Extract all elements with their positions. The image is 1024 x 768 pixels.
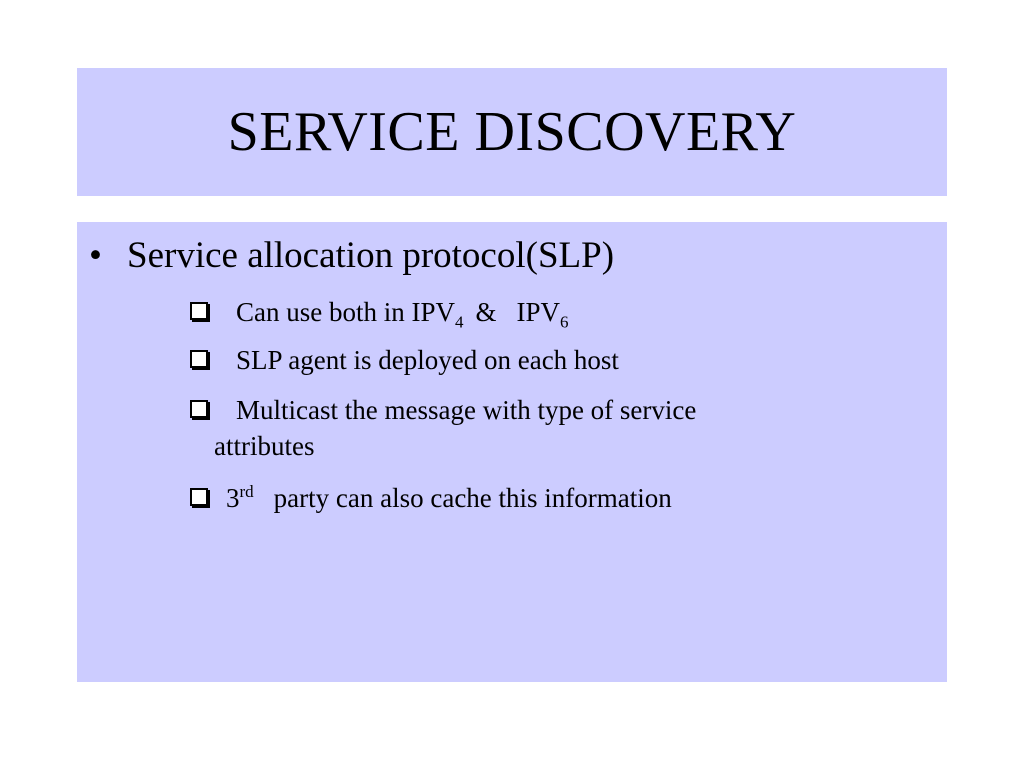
slide-title: SERVICE DISCOVERY [227, 101, 797, 163]
sub-bullet-text: Multicast the message with type of servi… [236, 395, 697, 425]
subscript-6: 6 [560, 312, 569, 332]
sub-bullet-multicast: Multicast the message with type of servi… [190, 392, 696, 465]
ordinal-number: 3 [226, 483, 240, 513]
sub-bullet-ipv: Can use both in IPV4&IPV6 [190, 294, 569, 330]
sub-bullet-text-2: IPV [516, 297, 561, 327]
bullet-dot-icon: • [89, 235, 102, 276]
main-bullet-text: Service allocation protocol(SLP) [127, 235, 615, 276]
sub-bullet-slp-agent: SLP agent is deployed on each host [190, 342, 619, 378]
sub-bullet-text: SLP agent is deployed on each host [236, 345, 619, 375]
checkbox-square-icon [190, 302, 208, 320]
sub-bullet-text: Can use both in IPV [236, 297, 455, 327]
sub-bullet-third-party: 3rd party can also cache this information [190, 480, 672, 516]
sub-bullet-text-wrap: attributes [214, 431, 315, 462]
subscript-4: 4 [455, 312, 464, 332]
checkbox-square-icon [190, 488, 208, 506]
content-panel: • Service allocation protocol(SLP) Can us… [77, 222, 947, 682]
title-panel: SERVICE DISCOVERY [77, 68, 947, 196]
main-bullet: • Service allocation protocol(SLP) [89, 235, 615, 277]
checkbox-square-icon [190, 400, 208, 418]
ampersand: & [475, 297, 497, 327]
ordinal-suffix: rd [239, 482, 254, 501]
checkbox-square-icon [190, 350, 208, 368]
sub-bullet-text: party can also cache this information [273, 483, 672, 513]
